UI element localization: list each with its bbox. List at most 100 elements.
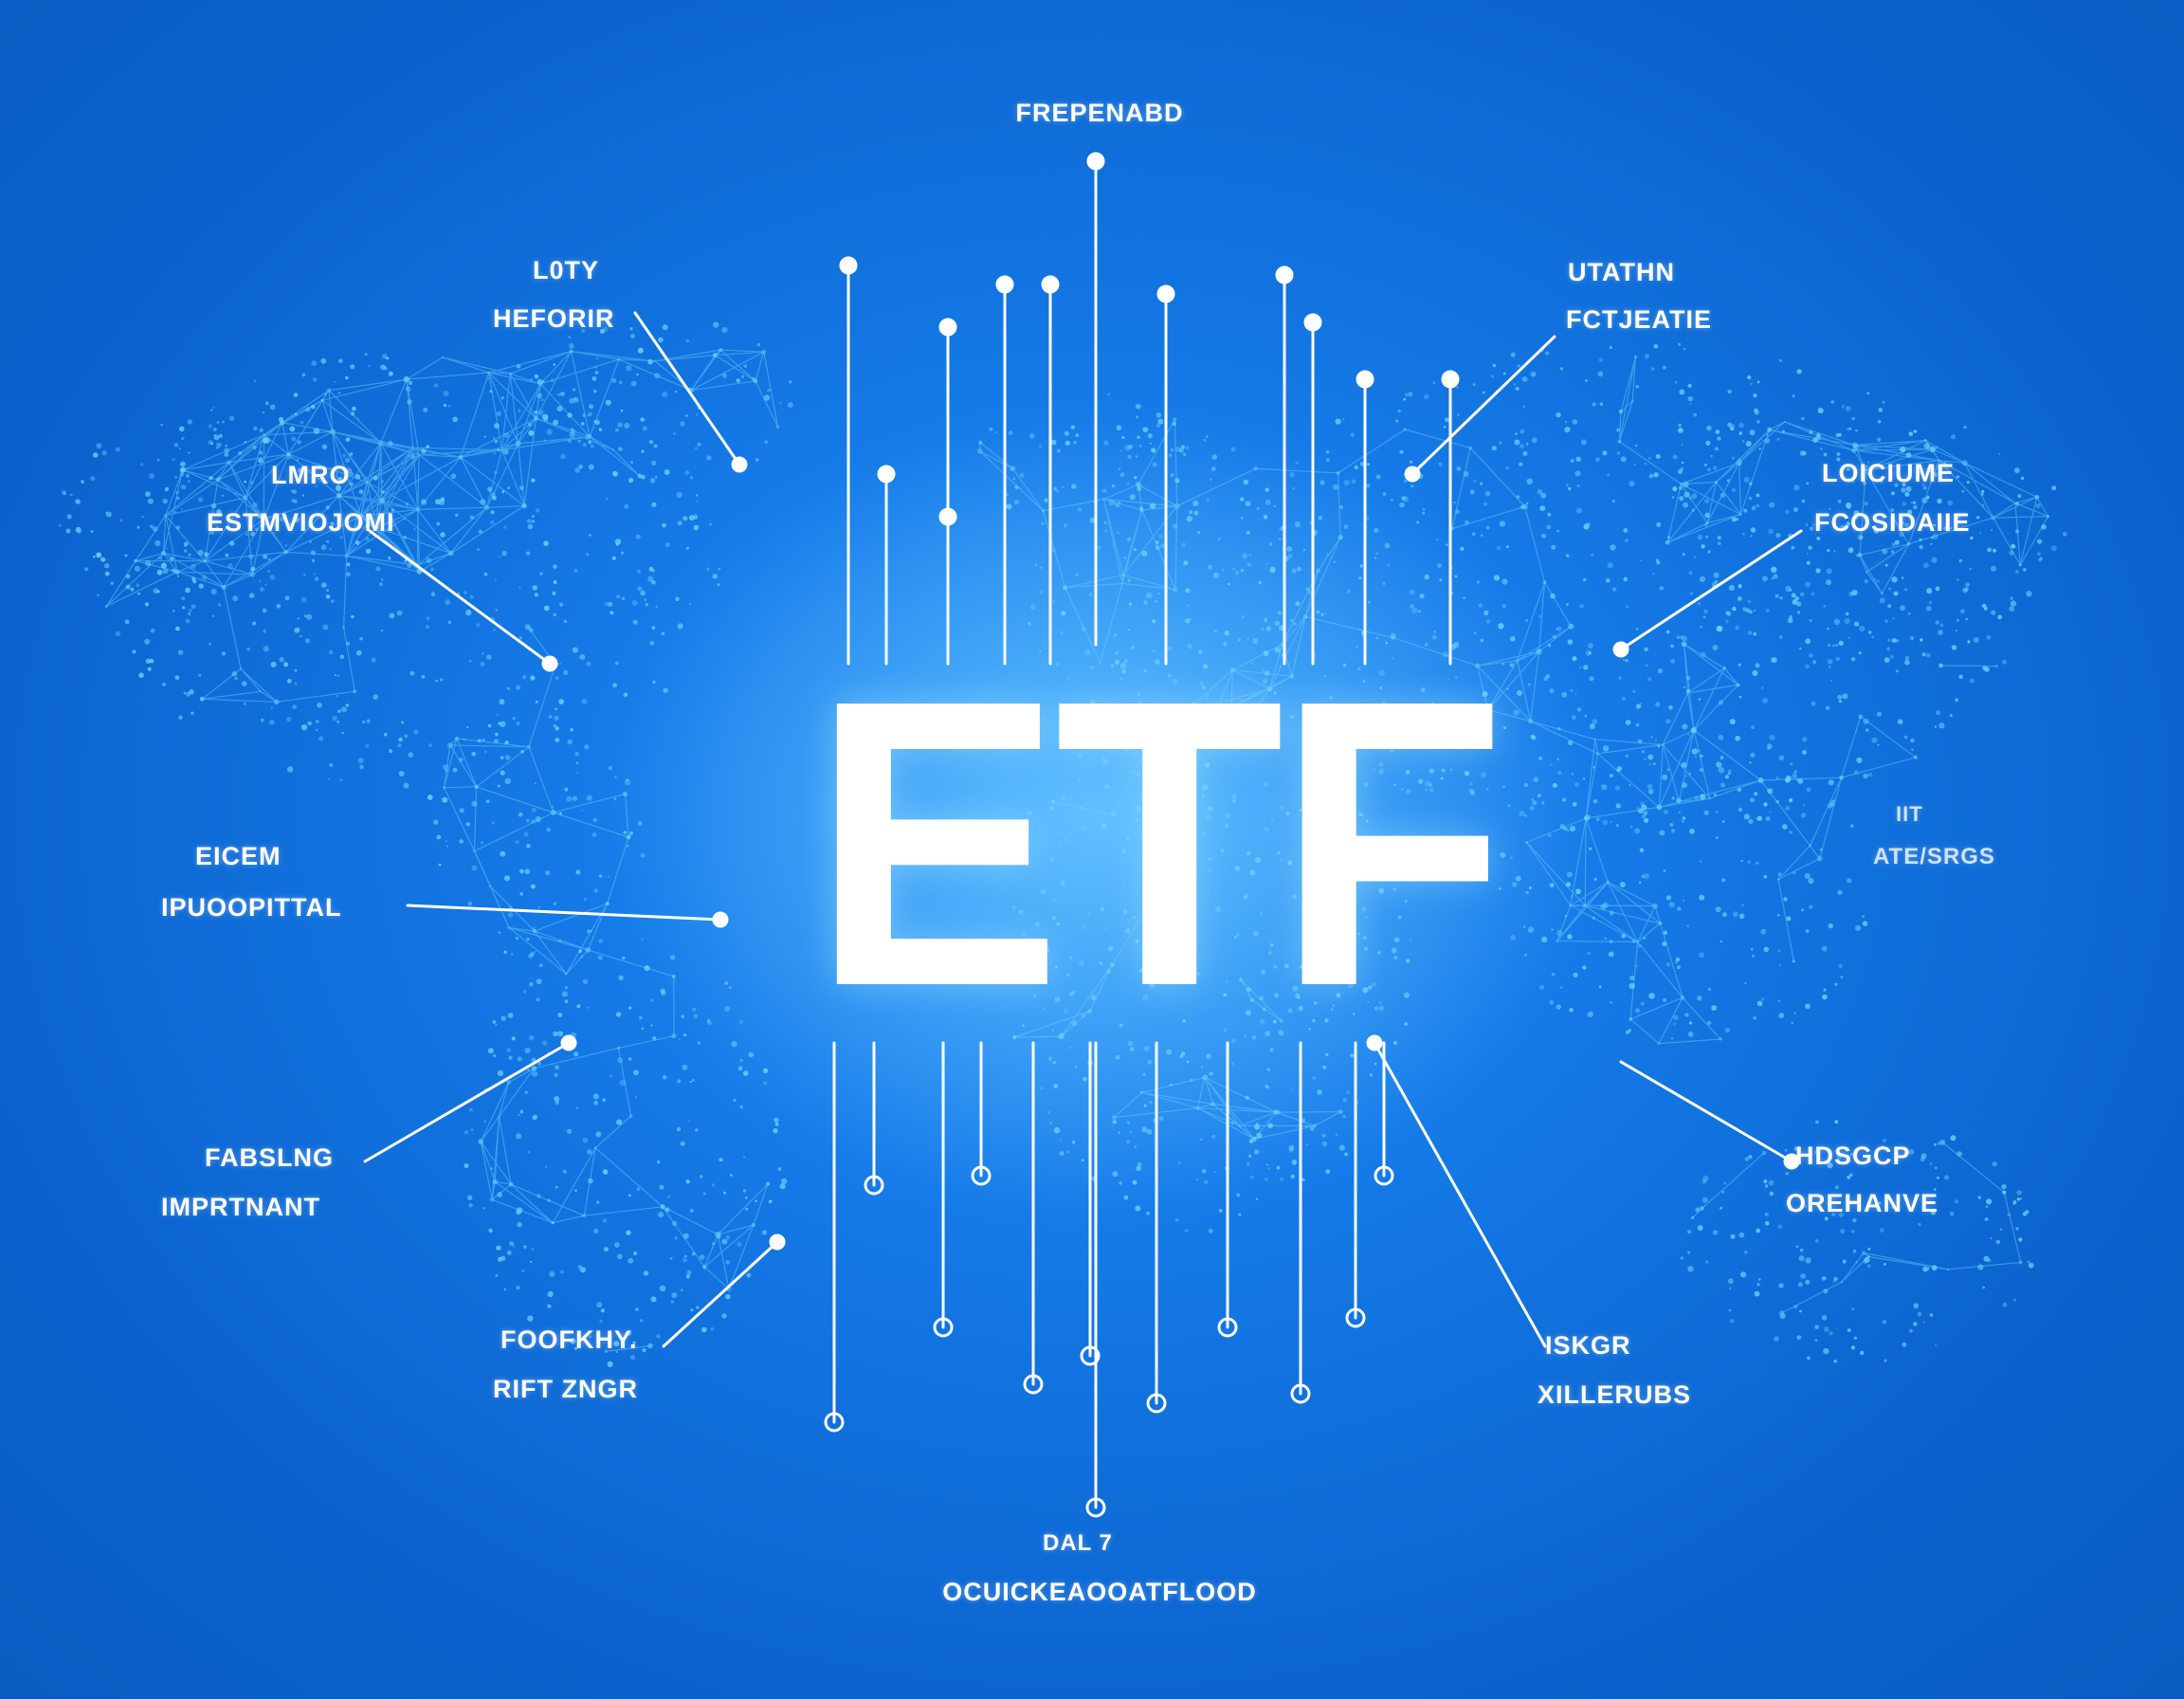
network-link bbox=[476, 786, 554, 813]
map-dot bbox=[524, 1090, 528, 1094]
map-dot bbox=[1623, 576, 1629, 582]
map-dot bbox=[1970, 536, 1974, 540]
map-dot bbox=[1320, 745, 1325, 750]
network-link bbox=[717, 1233, 730, 1289]
map-dot bbox=[1730, 1319, 1735, 1324]
map-dot bbox=[501, 550, 507, 557]
map-dot bbox=[1825, 705, 1830, 711]
map-dot bbox=[259, 450, 264, 455]
map-dot bbox=[410, 670, 415, 676]
map-dot bbox=[1933, 523, 1936, 527]
map-dot bbox=[1721, 1190, 1725, 1194]
map-dot bbox=[1842, 404, 1845, 407]
map-dot bbox=[2013, 467, 2020, 474]
map-dot bbox=[208, 424, 213, 429]
map-dot bbox=[1249, 1175, 1254, 1179]
map-dot bbox=[1460, 546, 1465, 551]
map-dot bbox=[1174, 446, 1181, 452]
map-dot bbox=[605, 902, 610, 906]
map-dot bbox=[1169, 1083, 1173, 1087]
map-dot bbox=[377, 440, 384, 447]
network-link bbox=[346, 508, 419, 557]
map-dot bbox=[1453, 502, 1456, 503]
map-dot bbox=[661, 631, 665, 635]
map-dot bbox=[1107, 393, 1110, 396]
map-dot bbox=[681, 1014, 684, 1018]
map-dot bbox=[1706, 467, 1712, 472]
map-dot bbox=[1997, 614, 2003, 620]
map-dot bbox=[1713, 793, 1717, 797]
map-dot bbox=[1152, 462, 1157, 467]
map-dot bbox=[1884, 1359, 1887, 1362]
map-dot bbox=[1737, 596, 1742, 601]
map-dot bbox=[1855, 730, 1858, 733]
map-dot bbox=[1913, 755, 1918, 759]
map-dot bbox=[775, 425, 780, 429]
map-dot bbox=[1602, 745, 1610, 752]
network-link bbox=[260, 690, 278, 703]
map-dot bbox=[2063, 532, 2067, 537]
map-dot bbox=[153, 588, 159, 594]
map-dot bbox=[1689, 403, 1692, 406]
map-dot bbox=[580, 955, 584, 959]
map-dot bbox=[588, 440, 592, 445]
network-link bbox=[662, 1206, 705, 1268]
map-dot bbox=[351, 614, 355, 619]
map-dot bbox=[636, 569, 641, 575]
map-dot bbox=[1679, 389, 1685, 395]
map-dot bbox=[662, 391, 668, 397]
map-dot bbox=[1128, 771, 1132, 774]
network-link bbox=[228, 434, 264, 464]
map-dot bbox=[652, 1036, 657, 1041]
map-dot bbox=[403, 518, 406, 521]
map-dot bbox=[1966, 481, 1970, 484]
map-dot bbox=[1187, 644, 1192, 649]
map-dot bbox=[359, 764, 364, 770]
map-dot bbox=[1325, 458, 1330, 463]
map-dot bbox=[356, 417, 359, 420]
network-link bbox=[380, 442, 420, 456]
map-dot bbox=[398, 737, 403, 742]
map-dot bbox=[1932, 533, 1938, 539]
network-link bbox=[1122, 505, 1178, 575]
map-dot bbox=[1864, 1256, 1870, 1263]
map-dot bbox=[577, 439, 581, 443]
map-dot bbox=[221, 494, 224, 498]
map-dot bbox=[1137, 485, 1142, 492]
map-dot bbox=[1395, 419, 1399, 423]
map-dot bbox=[1863, 773, 1868, 779]
map-dot bbox=[156, 569, 163, 575]
map-dot bbox=[1291, 1160, 1298, 1165]
map-dot bbox=[487, 723, 492, 728]
map-dot bbox=[1406, 959, 1410, 963]
map-dot bbox=[401, 721, 405, 724]
map-dot bbox=[134, 558, 137, 563]
network-link bbox=[360, 454, 420, 517]
network-link bbox=[499, 1068, 535, 1118]
map-dot bbox=[1847, 428, 1850, 431]
map-dot bbox=[139, 463, 144, 466]
map-dot bbox=[630, 461, 633, 464]
map-dot bbox=[534, 410, 538, 414]
map-dot bbox=[1483, 610, 1489, 616]
network-link bbox=[618, 1035, 675, 1049]
map-dot bbox=[581, 809, 584, 812]
map-dot bbox=[210, 502, 217, 509]
map-dot bbox=[483, 572, 488, 576]
map-dot bbox=[1349, 888, 1353, 892]
map-dot bbox=[1499, 441, 1502, 445]
map-dot bbox=[1791, 1021, 1793, 1025]
map-dot bbox=[2038, 557, 2042, 562]
map-dot bbox=[1346, 729, 1352, 735]
map-dot bbox=[1040, 1087, 1044, 1090]
map-dot bbox=[1330, 1008, 1334, 1012]
map-dot bbox=[1594, 457, 1600, 463]
map-dot bbox=[1454, 675, 1458, 680]
map-dot bbox=[1641, 874, 1646, 879]
map-dot bbox=[1589, 723, 1595, 730]
map-dot bbox=[1484, 490, 1491, 497]
map-dot bbox=[530, 378, 533, 381]
map-dot bbox=[1992, 1161, 1997, 1167]
map-dot bbox=[149, 658, 155, 664]
map-dot bbox=[430, 592, 436, 596]
